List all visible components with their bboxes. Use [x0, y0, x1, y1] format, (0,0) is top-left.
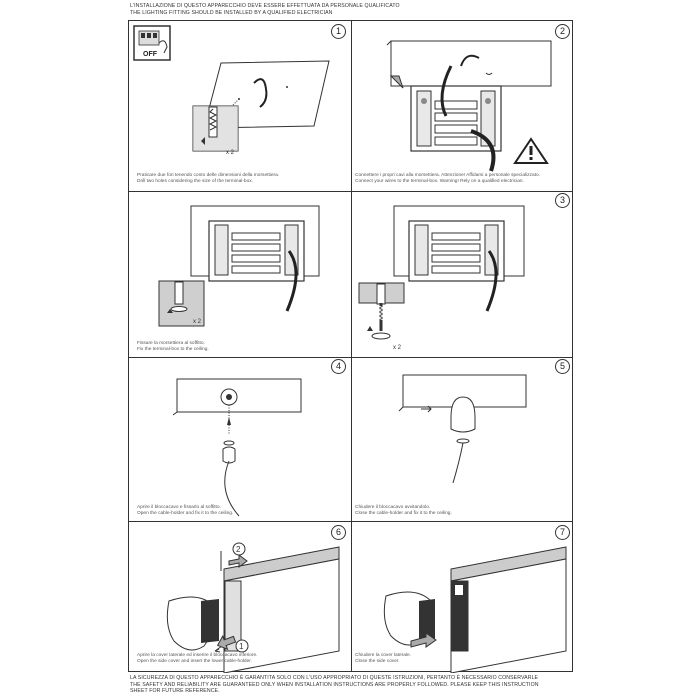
caption-en: Connect your wires to the terminal-box. …: [355, 179, 524, 185]
caption-step-5: Chiudere il bloccacavo avvitandolo. Clos…: [355, 505, 545, 517]
caption-it: Chiudere la cover laterale.: [355, 653, 411, 658]
caption-step-6: Aprire la cover laterale ed inserire il …: [137, 653, 327, 665]
footer-line-en: THE SAFETY AND RELIABILITY ARE GUARANTEE…: [130, 681, 539, 688]
caption-it: Connettere i propri cavi alla morsettier…: [355, 173, 540, 178]
multiplier-label: x 2: [193, 319, 202, 325]
step-number-5: 5: [555, 359, 570, 374]
caption-en: Fix the terminal-box to the ceiling.: [137, 347, 209, 353]
caption-it: Aprire la cover laterale ed inserire il …: [137, 653, 258, 658]
caption-en: Drill two holes considering the size of …: [137, 179, 253, 185]
panel-step-5: 5 Chiudere il bloccacavo avvitandolo. Cl…: [351, 357, 574, 521]
wiring-illustration: [386, 40, 552, 172]
caption-it: Chiudere il bloccacavo avvitandolo.: [355, 505, 431, 510]
step-number-3: 3: [555, 193, 570, 208]
step-number-2: 2: [555, 24, 570, 39]
cable-holder-close-illustration: [398, 374, 527, 484]
caption-en: Close the side cover.: [355, 659, 400, 665]
warning-icon: [513, 137, 549, 164]
panel-step-6: 6 1 2 Aprire la cover laterale ed inseri…: [129, 521, 351, 673]
caption-en: Close the cable-holder and fix it to the…: [355, 511, 452, 517]
panel-step-1: 1 OFF x 2 Pr: [129, 21, 351, 191]
caption-en: Open the cable-holder and fix it to the …: [137, 511, 234, 517]
caption-step-4: Aprire il bloccacavo e fissarlo al soffi…: [137, 505, 327, 517]
caption-it: Praticare due fori tenendo conto delle d…: [137, 173, 280, 178]
svg-text:OFF: OFF: [143, 51, 158, 58]
caption-step-2: Connettere i propri cavi alla morsettier…: [355, 173, 570, 185]
caption-step-1: Praticare due fori tenendo conto delle d…: [137, 173, 327, 185]
arrow-number-1: 1: [239, 642, 244, 651]
panel-step-7: 7 Chiudere la cover laterale. Close the …: [351, 521, 574, 673]
cable-holder-open-illustration: [172, 378, 302, 517]
header-warning: L'INSTALLAZIONE DI QUESTO APPARECCHIO DE…: [130, 3, 400, 17]
panel-step-4: 4 Aprire il bloccacavo e fissarlo al sof…: [129, 357, 351, 521]
caption-step-7: Chiudere la cover laterale. Close the si…: [355, 653, 545, 665]
footer-line-it: LA SICUREZZA DI QUESTO APPARECCHIO È GAR…: [130, 675, 539, 681]
step-number-1: 1: [331, 24, 346, 39]
arrow-number-2: 2: [236, 545, 241, 554]
step-number-7: 7: [555, 525, 570, 540]
drill-holes-illustration: OFF: [133, 25, 330, 152]
side-cover-close-illustration: [383, 546, 567, 673]
caption-step-3: Fissare la morsettiera al soffitto. Fix …: [137, 341, 327, 353]
power-switch-icon: OFF: [133, 25, 171, 61]
step-number-6: 6: [331, 525, 346, 540]
footer-line-en-2: SHEET FOR FUTURE REFERENCE.: [130, 688, 220, 695]
caption-it: Fissare la morsettiera al soffitto.: [137, 341, 205, 346]
caption-en: Open the side cover and insert the lower…: [137, 659, 252, 665]
fix-terminal-box-illustration: x 2 x 2: [158, 205, 525, 351]
footer-safety-note: LA SICUREZZA DI QUESTO APPARECCHIO È GAR…: [130, 675, 570, 695]
caption-it: Aprire il bloccacavo e fissarlo al soffi…: [137, 505, 221, 510]
header-line-en: THE LIGHTING FITTING SHOULD BE INSTALLED…: [130, 10, 333, 16]
panel-step-3: 3 x 2: [129, 191, 574, 357]
step-number-4: 4: [331, 359, 346, 374]
panel-step-2: 2 Connettere i propri cavi alla m: [351, 21, 574, 191]
instruction-grid: 1 OFF x 2 Pr: [128, 20, 574, 673]
side-cover-open-illustration: 1 2: [166, 542, 340, 673]
multiplier-label: x 2: [393, 345, 402, 351]
header-line-it: L'INSTALLAZIONE DI QUESTO APPARECCHIO DE…: [130, 3, 400, 9]
